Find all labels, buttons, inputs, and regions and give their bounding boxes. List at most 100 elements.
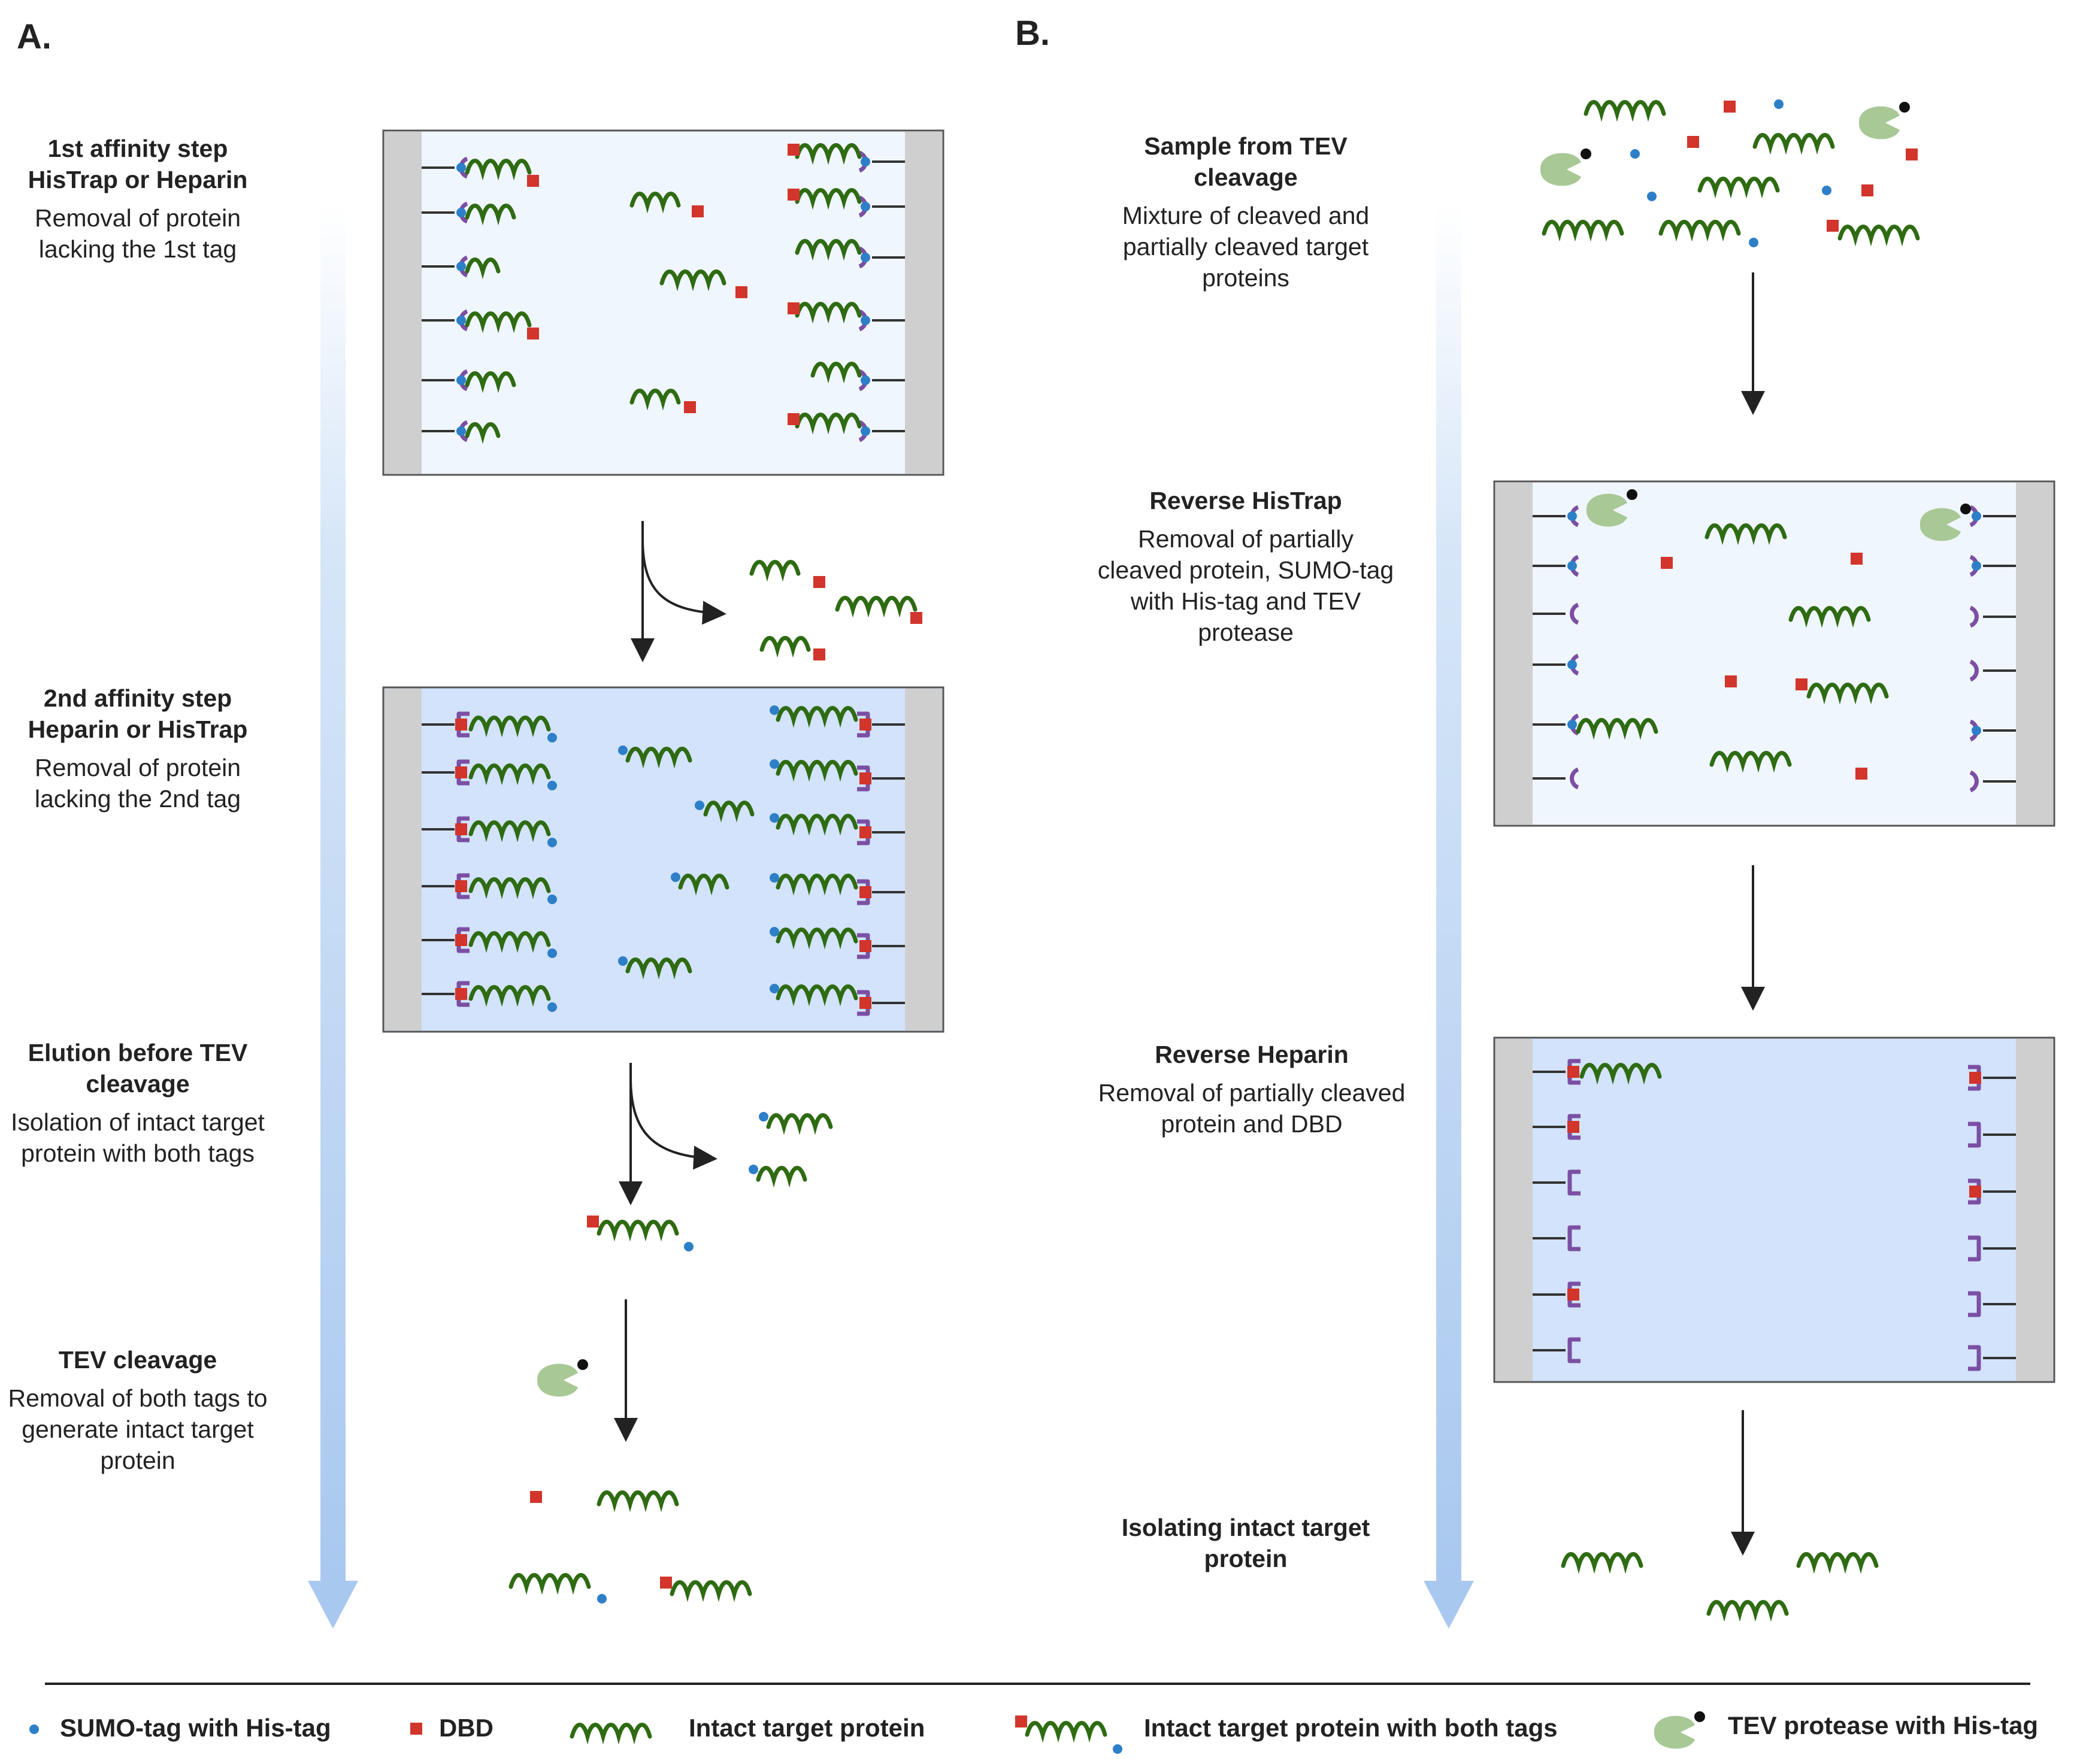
column-ligand — [1968, 1291, 2016, 1317]
sumo-tag — [1567, 511, 1577, 521]
legend-dbd-label: DBD — [439, 1714, 493, 1742]
dbd-square — [1851, 553, 1863, 565]
dbd-square — [1567, 1121, 1579, 1133]
sumo-tag — [618, 956, 628, 966]
protein-wave — [1752, 133, 1835, 155]
protein-wave — [625, 957, 692, 980]
sumo-tag — [547, 948, 557, 958]
protein-wave — [776, 760, 858, 782]
dbd-square — [813, 648, 825, 660]
sumo-tag — [684, 1242, 694, 1251]
protein-wave — [1025, 1721, 1107, 1743]
protein-wave — [749, 560, 801, 582]
dbd-square — [684, 401, 696, 413]
dbd-square — [859, 940, 871, 952]
protein-wave — [468, 877, 551, 899]
step-b1-desc: Mixture of cleaved and partially cleaved… — [1122, 202, 1370, 292]
protein-wave — [1806, 683, 1889, 705]
dbd-square — [788, 144, 800, 156]
protein-wave — [776, 928, 858, 950]
protein-wave — [1584, 100, 1666, 122]
column-reverse-heparin — [1493, 1036, 2055, 1383]
dbd-square — [1969, 1072, 1981, 1084]
column-ligand — [1533, 602, 1579, 625]
sumo-tag — [547, 781, 557, 790]
step-b1-label: Sample from TEV cleavage Mixture of clea… — [1096, 131, 1395, 293]
sumo-tag — [759, 1112, 768, 1122]
protein-wave — [465, 311, 532, 334]
dbd-square — [1567, 1289, 1579, 1301]
heparin-ligand — [1968, 1235, 1981, 1262]
column-ligand — [1533, 1225, 1581, 1251]
sumo-tag — [770, 927, 779, 936]
protein-wave — [1561, 1552, 1643, 1574]
protein-wave — [629, 192, 681, 214]
column-ligand — [1969, 605, 2016, 628]
process-arrows — [614, 272, 1765, 1556]
dbd-square — [859, 719, 871, 731]
protein-wave — [776, 984, 858, 1007]
heparin-ligand — [1968, 1122, 1981, 1148]
sumo-tag — [1972, 561, 1981, 571]
sumo-tag — [456, 262, 466, 271]
protein-wave — [597, 1490, 679, 1513]
column-2nd-affinity — [382, 686, 944, 1033]
protein-wave — [465, 371, 516, 393]
his-tag-dot — [577, 1359, 588, 1370]
step-a1-title: 1st affinity step HisTrap or Heparin — [28, 135, 248, 193]
dbd-square — [527, 328, 539, 340]
sumo-tag — [456, 426, 466, 436]
dbd-square — [692, 205, 704, 217]
protein-wave — [795, 302, 862, 324]
dbd-square — [455, 823, 467, 835]
sumo-tag — [861, 426, 870, 436]
tev-protease — [1540, 153, 1581, 186]
sumo-tag — [29, 1724, 39, 1734]
protein-wave — [625, 747, 692, 769]
dbd-square — [1969, 1186, 1981, 1198]
step-a4-label: TEV cleavage Removal of both tags to gen… — [6, 1344, 270, 1476]
protein-wave — [835, 596, 918, 618]
dbd-square — [788, 413, 800, 425]
protein-wave — [570, 1723, 652, 1745]
column-ligand — [1968, 1122, 2016, 1148]
sumo-tag — [861, 375, 870, 385]
step-a3-desc: Isolation of intact target protein with … — [11, 1108, 265, 1167]
heparin-ligand — [1567, 1337, 1581, 1363]
protein-wave — [1709, 751, 1792, 773]
dbd-square — [530, 1491, 542, 1503]
dbd-square — [455, 880, 467, 892]
sumo-tag — [1567, 720, 1577, 729]
histrap-ligand — [1969, 605, 1979, 628]
step-b1-title: Sample from TEV cleavage — [1144, 132, 1348, 191]
his-tag-dot — [1694, 1711, 1705, 1722]
flow-arrow-a — [308, 204, 358, 1629]
tev-protease — [1919, 508, 1961, 541]
dbd-square — [788, 302, 800, 314]
step-b3-label: Reverse Heparin Removal of partially cle… — [1084, 1039, 1419, 1139]
sumo-tag — [861, 202, 870, 211]
protein-wave — [1837, 225, 1920, 247]
protein-wave — [776, 874, 858, 896]
dbd-square — [1827, 220, 1839, 232]
legend-tev-label: TEV protease with His-tag — [1728, 1711, 2039, 1739]
sumo-tag — [1822, 186, 1831, 195]
his-tag-dot — [1581, 148, 1591, 159]
dbd-square — [527, 175, 539, 187]
protein-wave — [810, 362, 862, 384]
sumo-tag — [770, 984, 779, 993]
protein-wave — [659, 269, 726, 292]
protein-wave — [703, 801, 755, 823]
column-ligand — [1533, 1337, 1581, 1363]
protein-wave — [1704, 523, 1787, 545]
sumo-tag — [671, 872, 680, 882]
sumo-tag — [749, 1165, 758, 1174]
panel-b-letter: B. — [1015, 14, 1050, 53]
sumo-tag — [1774, 99, 1784, 109]
sumo-tag — [861, 157, 870, 166]
legend-sumo-label: SUMO-tag with His-tag — [60, 1714, 331, 1742]
protein-wave — [465, 159, 532, 181]
protein-wave — [776, 706, 858, 728]
dbd-square — [1724, 101, 1736, 113]
